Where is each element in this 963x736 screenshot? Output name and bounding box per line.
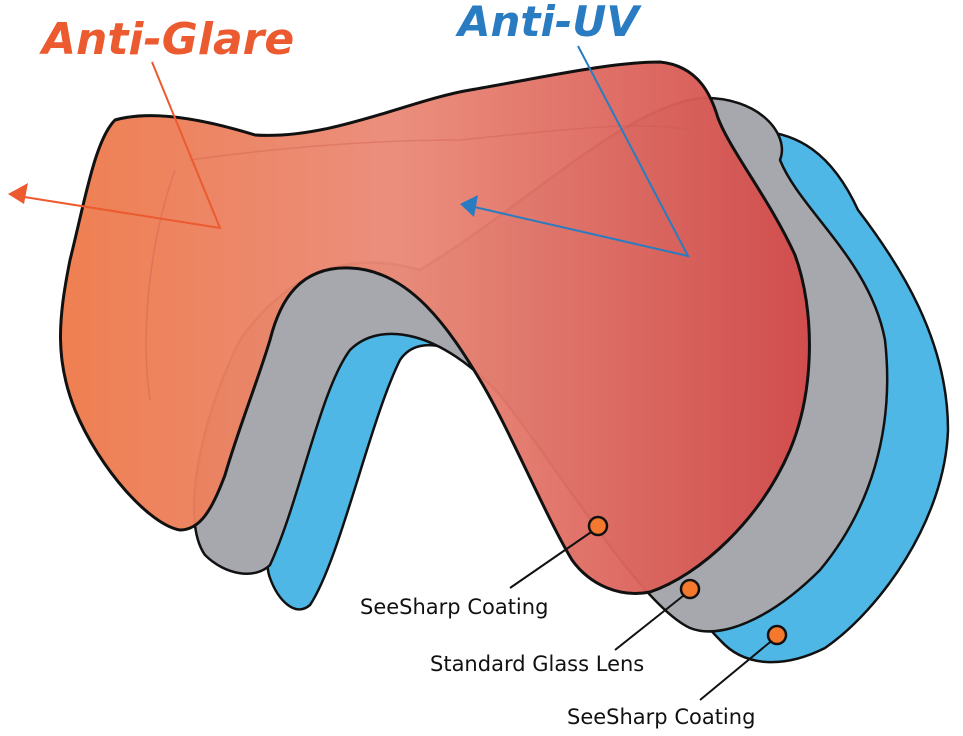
anti-uv-title: Anti-UV (455, 0, 642, 46)
callout-marker-3 (766, 624, 788, 646)
callout-line-1 (509, 527, 598, 589)
callout-marker-2 (679, 578, 701, 600)
label-front-coating: SeeSharp Coating (360, 595, 548, 619)
anti-uv-arrow-head (460, 195, 478, 217)
label-glass-lens: Standard Glass Lens (430, 652, 644, 676)
anti-uv-arrow (469, 45, 690, 258)
callout-line-3 (699, 637, 776, 701)
anti-glare-arrow (17, 61, 222, 230)
anti-glare-title: Anti-Glare (39, 14, 294, 65)
front-lens-inner-edge-lower (145, 169, 176, 401)
callout-line-2 (614, 591, 689, 651)
callout-marker-1 (587, 515, 609, 537)
front-lens-inner-edge (189, 125, 691, 161)
front-coating-lens (59, 60, 811, 595)
anti-glare-arrow-head (8, 183, 28, 204)
label-back-coating: SeeSharp Coating (567, 705, 755, 729)
